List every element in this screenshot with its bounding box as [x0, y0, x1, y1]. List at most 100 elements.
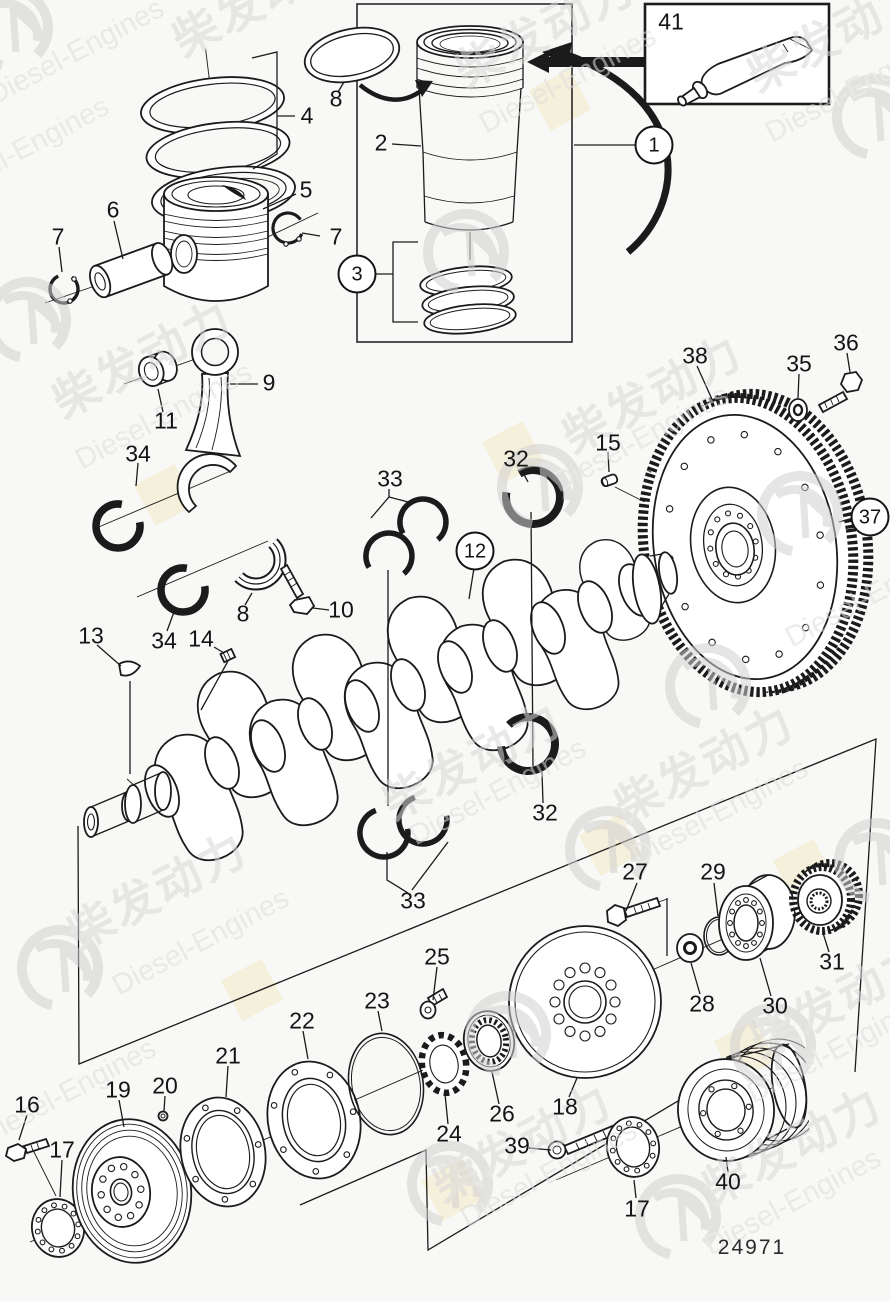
callout-12: 12: [455, 531, 495, 571]
flywheel-bolt-hole: [741, 655, 750, 664]
flywheel-bolt-hole: [816, 581, 825, 589]
callout-11: 11: [154, 407, 178, 434]
plate-hole: [74, 1233, 81, 1240]
damper-hole: [549, 996, 561, 1008]
flange-hole: [280, 1146, 287, 1153]
crank-journal: [250, 719, 286, 773]
pulley-hole: [737, 1127, 744, 1134]
lock-plate-24: [418, 1031, 470, 1097]
callout-8: 8: [236, 600, 250, 627]
callout-31: 31: [819, 948, 845, 975]
piston-pin: [89, 242, 174, 299]
flange-hole: [202, 1104, 209, 1112]
hub-roller: [751, 939, 757, 946]
watermark-logo: [407, 1141, 493, 1227]
watermark-logo: [635, 1174, 721, 1260]
flywheel-hub-hole: [707, 529, 714, 536]
watermark-yellow-square: [528, 68, 592, 132]
pulley-hole: [745, 1103, 752, 1110]
hub-roller: [729, 931, 736, 938]
bearing-shell-34-upper: [92, 500, 144, 552]
pulley-hub-hole: [103, 1205, 111, 1214]
callout-18: 18: [552, 1093, 578, 1120]
flywheel-hub-hole: [724, 510, 732, 517]
flange-hole: [249, 1180, 257, 1188]
crank-journal: [530, 601, 566, 655]
callout-7: 7: [329, 223, 343, 250]
circlip-right: [271, 211, 305, 247]
damper-hole: [564, 1025, 576, 1037]
pulley-hub-hole: [137, 1185, 145, 1193]
hub-roller: [751, 900, 757, 907]
plate-hole: [51, 1202, 57, 1209]
drive-plate-17a: [31, 1198, 85, 1258]
hub-roller: [735, 900, 741, 907]
pulley-hub-hole: [131, 1170, 139, 1179]
pulley-hub-hole: [107, 1164, 116, 1173]
crank-journal: [482, 619, 518, 673]
plate-hole: [48, 1246, 55, 1253]
drive-plate-17b: [605, 1116, 661, 1178]
flywheel-bolt-hole: [740, 430, 749, 439]
bolt-36-shaft: [817, 390, 849, 414]
callout-4: 4: [300, 102, 314, 129]
callout-13: 13: [78, 622, 104, 649]
flywheel-hub-hole: [736, 512, 744, 519]
damper-hole: [605, 1013, 617, 1025]
flywheel-bolt-hole: [816, 531, 824, 539]
callout-19: 19: [105, 1076, 131, 1103]
hub-roller: [756, 908, 763, 915]
callout-32: 32: [532, 799, 558, 826]
callout-17: 17: [49, 1136, 75, 1163]
callout-40: 40: [715, 1168, 741, 1195]
damper-hole: [579, 962, 591, 974]
flywheel-bolt-hole: [801, 623, 810, 632]
main-shell-32-lower: [497, 713, 559, 775]
screw-14: [219, 647, 237, 664]
damper-hole: [609, 996, 621, 1008]
pulley-hole: [708, 1086, 715, 1093]
piston-pin-bore: [170, 234, 198, 274]
pulley-hole: [700, 1110, 707, 1117]
damper-hole: [594, 967, 606, 979]
crank-gear-31: [789, 859, 863, 935]
woodruff-key-13: [117, 660, 142, 677]
callout-24: 24: [436, 1120, 462, 1147]
plate-hole: [634, 1167, 641, 1174]
callout-33: 33: [377, 465, 403, 492]
plate-hole: [616, 1125, 623, 1132]
damper-hole: [594, 1025, 606, 1037]
flange-hole: [233, 1107, 241, 1114]
flange-hole: [221, 1196, 229, 1203]
watermark-logo: [730, 1003, 816, 1089]
watermark-text: Diesel-Engines: [0, 90, 114, 210]
liner-o-rings: [419, 265, 517, 335]
flange-hole: [183, 1135, 191, 1142]
crank-pulley-19: [71, 1118, 193, 1264]
hub-group: [606, 859, 863, 963]
flange-hole: [254, 1141, 262, 1148]
callout-15: 15: [595, 429, 621, 456]
plate-hole: [34, 1228, 41, 1235]
flywheel-bolt-hole: [707, 436, 715, 444]
flywheel-bolt-hole: [775, 650, 783, 658]
hub-roller: [759, 920, 765, 926]
callout-34: 34: [125, 440, 151, 467]
liner-seal-ring: [303, 26, 401, 84]
plate-hole: [41, 1207, 48, 1214]
crank-journal: [204, 736, 240, 790]
plate-hole: [643, 1162, 650, 1169]
callout-21: 21: [215, 1042, 241, 1069]
damper-hole: [553, 1013, 565, 1025]
plate-hole: [70, 1210, 77, 1217]
pulley-hub-hole: [126, 1211, 135, 1220]
rod-big-end: [176, 453, 238, 514]
piston-crown: [163, 176, 269, 212]
pulley-hub-hole: [99, 1175, 107, 1183]
leader-lines: [18, 51, 854, 1199]
plate-hole: [645, 1129, 652, 1136]
plate-hole: [39, 1239, 46, 1246]
hub-roller: [729, 908, 736, 915]
